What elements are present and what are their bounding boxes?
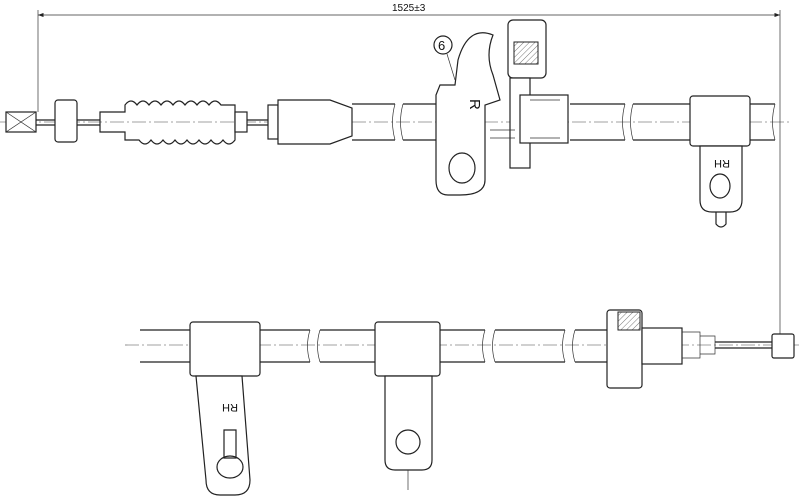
clamp-lower-left [189,321,261,377]
clamp-upper [689,95,751,147]
rh-marking-lower: RH [222,401,238,413]
bracket-rh-lower [195,375,251,496]
conduit-end-cap [277,99,353,145]
dimension-label: 1525±3 [392,3,426,14]
clamp-lower-middle [374,321,441,377]
callout-6-label: 6 [438,38,445,53]
bracket-lower-middle [384,375,433,471]
ferrule [641,327,683,365]
rh-marking-upper: RH [714,157,730,169]
callout-6 [433,35,453,55]
lower-cable-assembly: RH [125,309,800,496]
cable-end-nipple [771,333,795,359]
upper-cable-assembly: 6 R RH [0,19,790,228]
side-marking-r: R [466,99,483,110]
adjuster-nut [54,99,78,143]
bracket-rh-upper [699,145,743,213]
mounting-bracket-upper [435,32,501,196]
dust-boot [99,100,236,145]
overall-length-dimension: 1525±3 [37,3,781,336]
grommet [519,94,569,144]
